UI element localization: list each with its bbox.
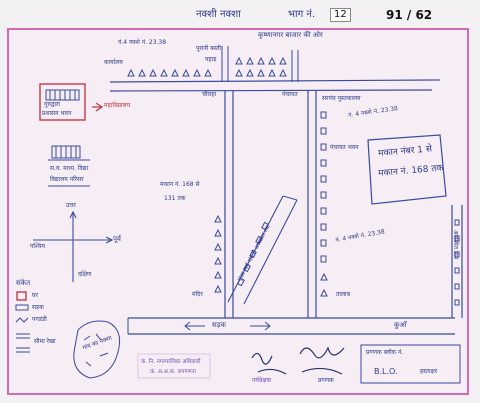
legend-title: संकेत [16,279,31,287]
right-vertical-road [307,91,317,318]
house-column-left [214,214,222,293]
bottom-right-box [360,344,461,384]
house-right-edge [454,219,460,306]
signature-supervisor: पर्यवेक्षक [252,377,272,384]
stamp-box [367,134,447,205]
mid-left-note1: मकान नं. 168 से [160,181,200,188]
legend [15,291,30,353]
second-block-label2: विद्यालय परिसर [50,176,84,183]
left-block-label: गुरुद्वारा [44,101,60,108]
bottom-road [127,317,455,335]
compass-west: पश्चिम [30,243,45,250]
village-sketch [73,320,121,379]
bottom-left-label: मंदिर [192,291,203,298]
house-row-top [127,56,287,77]
bottom-right-label: तालाब [336,291,351,298]
red-arrow [92,102,104,112]
left-vertical-road [224,91,234,318]
header-ward-label: भाग नं. [288,9,316,20]
purple-stamp [137,353,211,379]
top-mid-note2: पहाड़ [205,56,217,63]
signature-enumerator: प्रगणक [318,377,334,384]
bottom-box-line2: B.L.O. [374,367,398,376]
left-top-note: कार्यालय [104,59,123,66]
left-block-label2: प्रशासन भवन [42,110,72,117]
legend-boundary: सीमा रेखा [34,338,56,345]
bottom-box-line3: हस्ताक्षर [420,368,438,375]
top-left-note: नं.4 नक्शे नं. 23.38 [118,39,167,46]
red-arrow-label: महाविद्यालय [104,102,131,109]
bottom-road-label: सड़क [212,321,226,329]
second-building [48,145,90,187]
house-slant [237,221,269,287]
signatures [251,346,345,375]
left-building [39,83,86,121]
legend-house: घर [32,292,39,299]
junction-left-label: चौराहा [202,91,217,98]
second-block-label: स.व. माध्य. विद्या [50,165,89,172]
right-vertical-label: अवस्थित ग्राम [452,230,459,260]
house-column-right [320,111,328,297]
header-ward-no: 12 [330,8,351,22]
bottom-right-label2: कुआँ [394,321,407,329]
top-road-label: कृष्णानगर बाजार की ओर [258,31,323,39]
right-edge-road [451,205,463,318]
compass [33,210,114,282]
signature-stamp-line1: कं. नि. नगरपालिका अधिकारी [141,359,201,365]
compass-south: दक्षिण [78,271,92,278]
header-page-ref: 91 / 62 [386,8,433,22]
legend-path: पगडंडी [32,316,47,323]
right-top-note: सरपंच पुस्तकालय [322,95,361,102]
mid-left-note2: 131 तक [164,195,186,202]
compass-north: उत्तर [66,202,76,209]
slanted-road [227,195,298,305]
signature-stamp-line2: कं. अ.अ.क. जनगणना [150,369,197,375]
mid-right-label: पंचायत भवन [330,144,359,151]
bottom-box-line1: प्रगणक ब्लॉक नं. [366,349,404,356]
top-road [109,79,440,92]
legend-road: सड़क [32,304,44,311]
compass-east: पूर्व [113,235,121,243]
junction-right-label: पंचायत [282,91,298,98]
header-title: नक्शी नक्शा [196,9,241,20]
top-lanes [221,46,299,82]
top-mid-note: पुरानी बस्ती [196,45,221,52]
